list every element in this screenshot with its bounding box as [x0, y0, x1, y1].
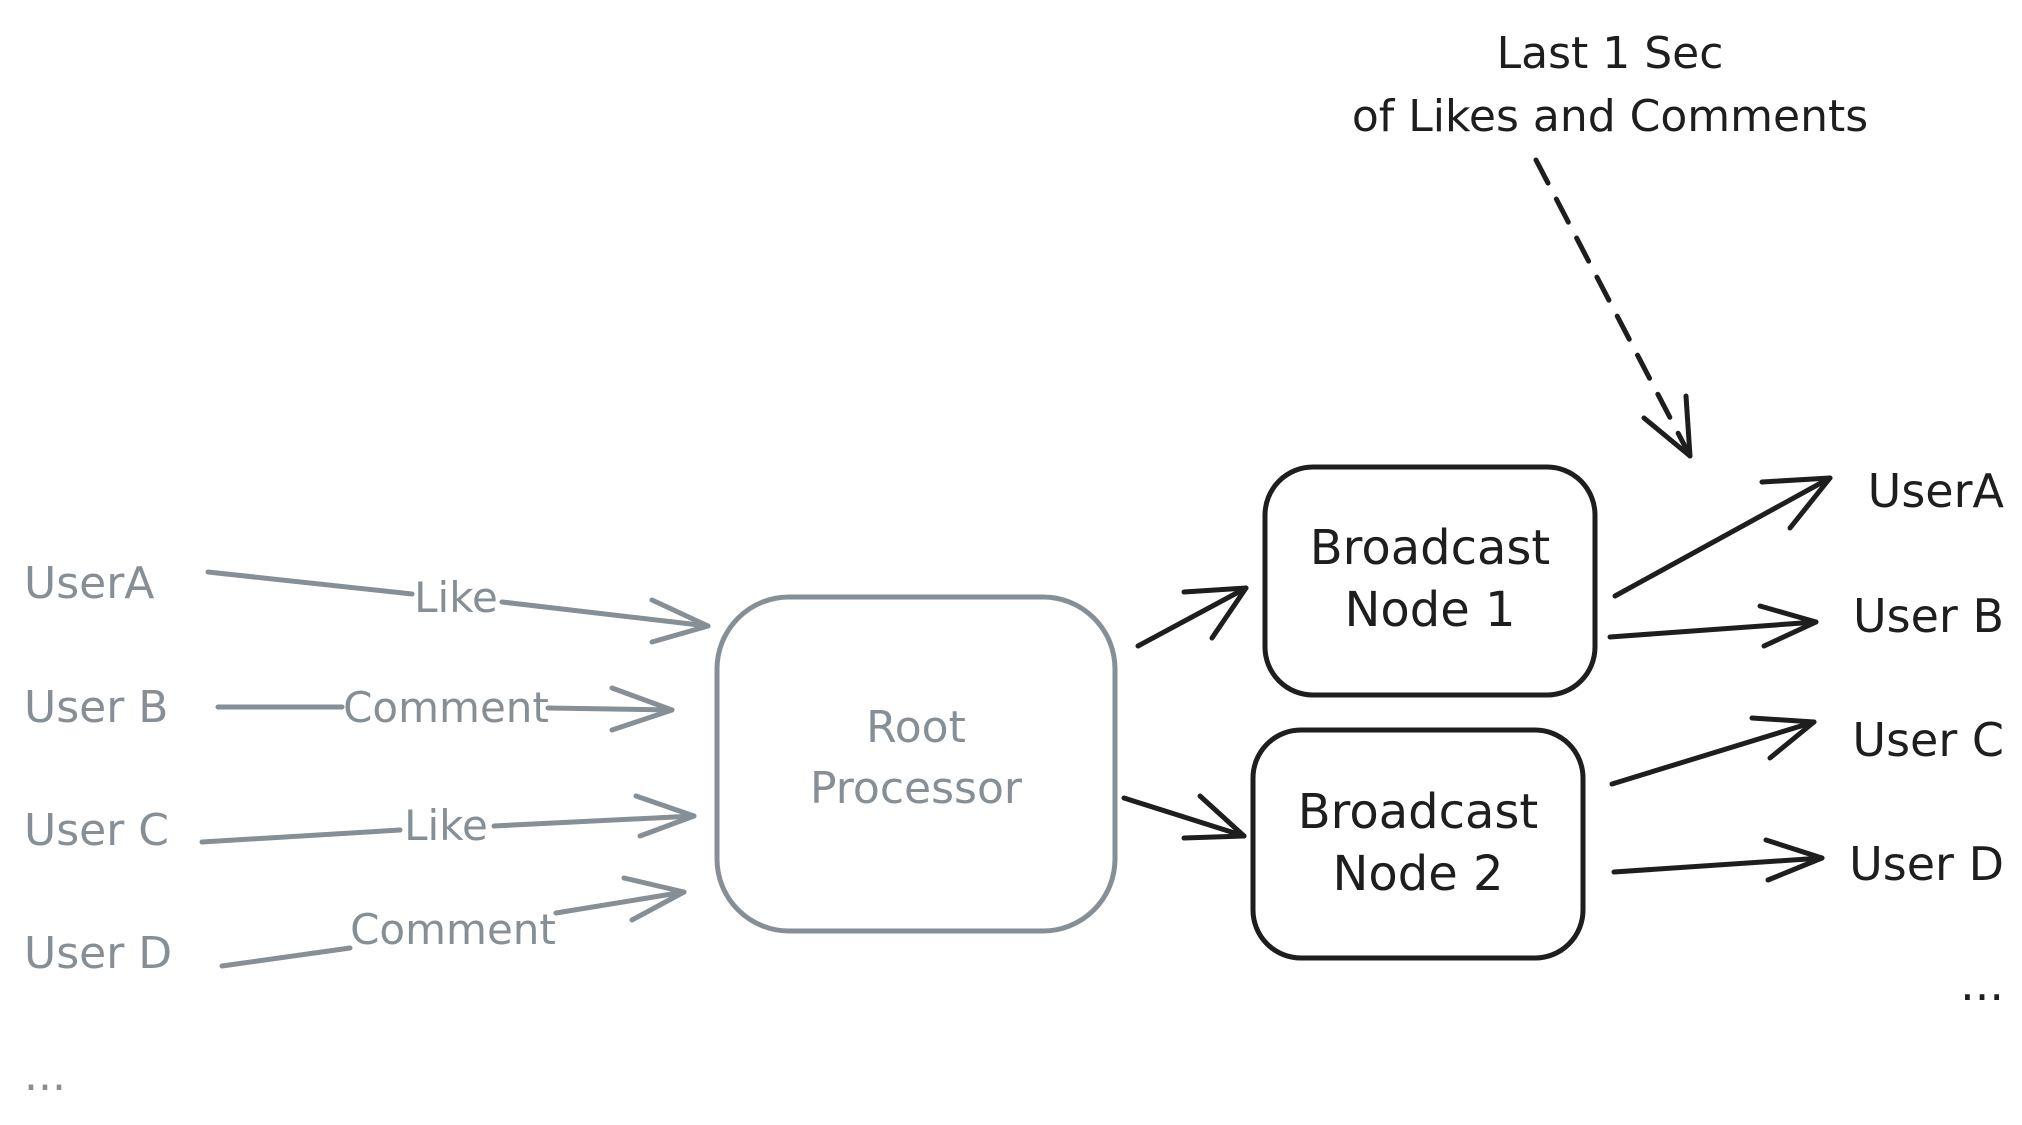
input-arrow-user-d — [219, 875, 687, 969]
output-users: UserA User B User C User D ... — [1849, 464, 2004, 1011]
input-arrow-user-c — [199, 793, 697, 845]
arrow-root-to-node-2 — [1121, 793, 1247, 841]
annotation-arrowhead — [1641, 393, 1693, 459]
broadcast-node-1-box: Broadcast Node 1 — [1262, 464, 1598, 698]
annotation: Last 1 Sec of Likes and Comments — [1352, 28, 1868, 459]
input-user-c-label: User C — [24, 805, 169, 856]
annotation-dashed-arrow — [1533, 157, 1693, 459]
input-user-d-label: User D — [24, 928, 172, 979]
event-label-like-a: Like — [414, 573, 498, 622]
output-user-d-label: User D — [1849, 837, 2004, 891]
input-event-labels: Like Comment Like Comment — [343, 573, 556, 954]
arrow-root-to-node-1 — [1135, 585, 1249, 649]
root-processor-label-line2: Processor — [810, 763, 1023, 814]
broadcast-node-1-label-line1: Broadcast — [1310, 520, 1551, 576]
input-arrow-user-b — [215, 685, 675, 733]
broadcast-node-2-label-line1: Broadcast — [1298, 784, 1539, 840]
output-arrow-user-b — [1607, 603, 1819, 649]
input-arrow-user-a — [205, 569, 711, 645]
annotation-line2: of Likes and Comments — [1352, 91, 1868, 142]
event-label-like-c: Like — [404, 801, 488, 850]
input-more-ellipsis: ... — [24, 1050, 66, 1101]
input-users: UserA User B User C User D ... — [24, 558, 172, 1101]
output-more-ellipsis: ... — [1960, 957, 2004, 1011]
annotation-line1: Last 1 Sec — [1497, 28, 1724, 79]
event-label-comment-b: Comment — [343, 683, 549, 732]
output-user-a-label: UserA — [1868, 464, 2005, 518]
broadcast-node-2-box: Broadcast Node 2 — [1250, 727, 1586, 961]
output-arrow-user-a — [1612, 475, 1833, 599]
input-user-b-label: User B — [24, 682, 168, 733]
root-processor-box: Root Processor — [714, 594, 1118, 934]
broadcast-node-2-label-line2: Node 2 — [1332, 846, 1503, 902]
root-processor-label-line1: Root — [866, 702, 966, 753]
output-arrow-user-d — [1611, 837, 1825, 883]
input-user-a-label: UserA — [24, 558, 154, 609]
event-label-comment-d: Comment — [350, 905, 556, 954]
output-user-c-label: User C — [1852, 713, 2004, 767]
output-user-b-label: User B — [1853, 589, 2004, 643]
output-arrow-user-c — [1609, 715, 1817, 787]
broadcast-node-1-label-line2: Node 1 — [1344, 582, 1515, 638]
